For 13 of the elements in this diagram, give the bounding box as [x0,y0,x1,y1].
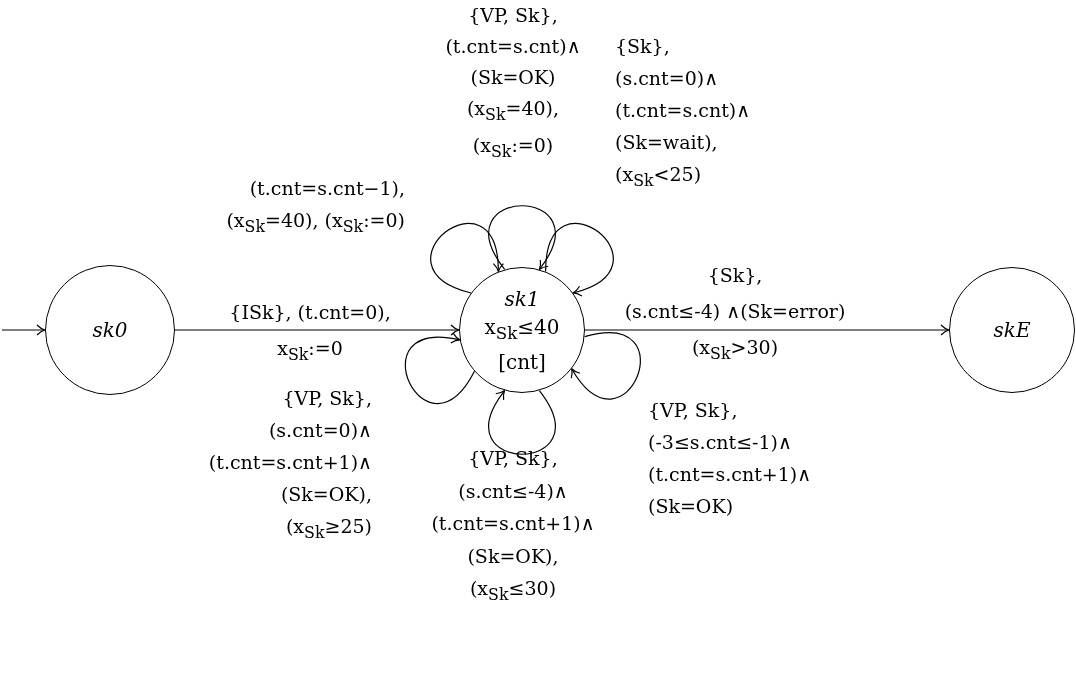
edge-label: {ISk}, (t.cnt=0), x$_{Sk}$:=0 [229,300,391,366]
edge-label: {Sk}, (s.cnt=0)∧ (t.cnt=s.cnt)∧ (Sk=wait), (x$_{Sk}$<25) [615,34,751,192]
state-name: sk1 [504,285,540,313]
state-name: skE [993,317,1031,344]
edge-label: {VP, Sk}, (s.cnt≤-4)∧ (t.cnt=s.cnt+1)∧ (Sk=OK), (x$_{Sk}$≤30) [431,446,595,606]
edge-label: (t.cnt=s.cnt−1), (x$_{Sk}$=40), (x$_{Sk}$:=0) [226,176,405,238]
state-name: sk0 [92,317,128,344]
edge-label: {VP, Sk}, (t.cnt=s.cnt)∧ (Sk=OK) (x$_{Sk}$=40), (x$_{Sk}$:=0) [445,3,581,163]
edge-label: {VP, Sk}, (s.cnt=0)∧ (t.cnt=s.cnt+1)∧ (Sk=OK), (x$_{Sk}$≥25) [208,386,372,544]
state-variable: [cnt] [498,348,546,376]
edge-label: {Sk}, (s.cnt≤-4) ∧(Sk=error) (x$_{Sk}$>30) [624,263,846,365]
edge-label: {VP, Sk}, (-3≤s.cnt≤-1)∧ (t.cnt=s.cnt+1)∧ (Sk=OK) [648,398,812,519]
clock-invariant: x$_{Sk}$≤40 [484,313,560,345]
